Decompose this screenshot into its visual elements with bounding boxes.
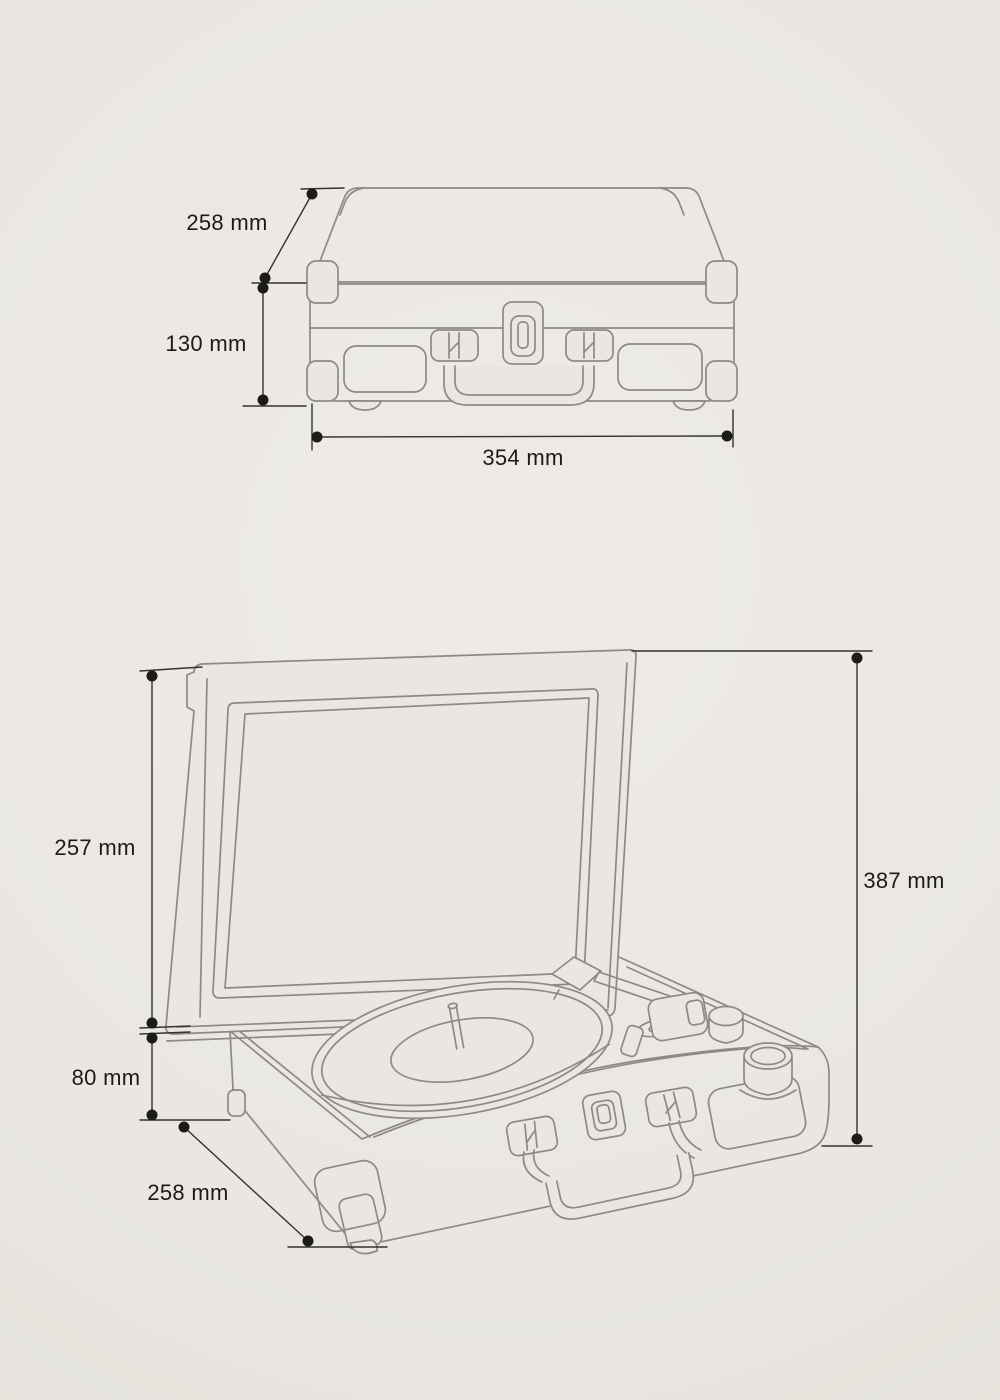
closed-lid-corner-cap-left	[339, 187, 365, 216]
open-strap-left	[522, 1149, 550, 1183]
closed-lid-top	[311, 187, 733, 283]
open-strap-clip-left	[505, 1115, 559, 1157]
dimension-label-open-lid-height: 257 mm	[54, 835, 136, 860]
tonearm-headshell	[551, 956, 602, 991]
open-latch	[581, 1090, 627, 1141]
record-label-ring	[390, 1017, 534, 1083]
closed-bumper-mid-right	[705, 260, 738, 304]
closed-foot-right	[672, 400, 706, 411]
open-speaker-left	[313, 1159, 387, 1233]
dimension-label-closed-width: 354 mm	[482, 445, 564, 470]
dimension-label-closed-depth: 258 mm	[186, 210, 268, 235]
dim-open-depth	[178, 1121, 388, 1248]
open-bumper-back-left	[227, 1089, 246, 1117]
closed-handle	[443, 365, 595, 406]
dimension-label-open-total-height: 387 mm	[863, 868, 945, 893]
dim-closed-height	[242, 282, 307, 407]
closed-latch	[502, 301, 544, 365]
closed-bumper-bottom-right	[705, 360, 738, 402]
open-lid-outline	[165, 649, 637, 1035]
dimension-label-open-depth: 258 mm	[147, 1180, 229, 1205]
closed-strap-right	[583, 332, 595, 359]
open-platter	[311, 980, 613, 1120]
dimension-label-closed-height: 130 mm	[165, 331, 247, 356]
dim-closed-width	[311, 403, 734, 451]
dimension-label-open-base-height: 80 mm	[71, 1065, 141, 1090]
open-handle	[545, 1152, 695, 1220]
closed-suitcase-drawing	[306, 187, 738, 411]
dim-open-lid-height	[139, 666, 203, 1035]
closed-bumper-mid-left	[306, 260, 339, 304]
dim-open-total-height	[631, 650, 873, 1147]
closed-strap-left	[448, 332, 460, 359]
knob-small	[708, 1005, 744, 1044]
tonearm-needle	[553, 989, 560, 1000]
closed-bumper-bottom-left	[306, 360, 339, 402]
tonearm	[551, 956, 709, 1058]
closed-foot-left	[348, 400, 382, 411]
closed-handle-inner	[454, 365, 584, 396]
knob-large	[739, 1042, 797, 1100]
closed-speaker-left	[343, 345, 427, 393]
open-deck-back-edge	[618, 956, 819, 1048]
dim-open-base-height	[139, 1032, 231, 1121]
open-strap-right	[668, 1120, 702, 1159]
closed-speaker-right	[617, 343, 703, 391]
spindle	[448, 1005, 465, 1050]
open-turntable-drawing	[165, 649, 830, 1255]
dim-closed-depth	[251, 187, 345, 284]
closed-lid-corner-cap-right	[659, 187, 685, 216]
open-strap-clip-right	[644, 1086, 698, 1128]
